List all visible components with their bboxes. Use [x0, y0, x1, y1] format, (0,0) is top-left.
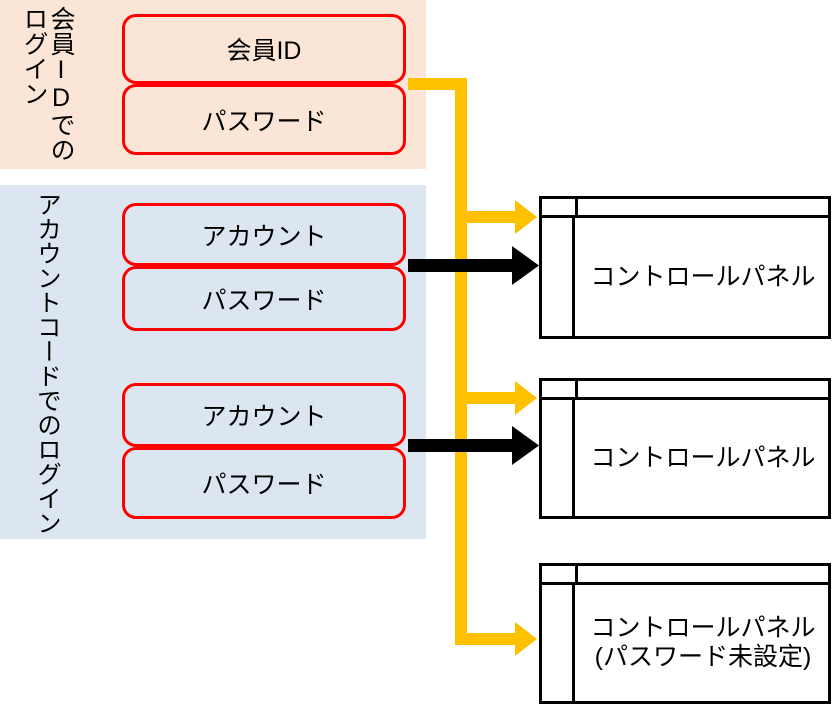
window-titlebar-divider: [575, 566, 578, 585]
window-titlebar: [542, 566, 828, 585]
group-account-code-login-background: [0, 185, 426, 539]
control-panel-label-2: コントロールパネル: [590, 443, 816, 472]
group-account-code-login-label: アカウントコードでのログイン: [34, 192, 61, 535]
member-login-arrow-to-panel-1: [461, 200, 537, 234]
window-titlebar-divider: [575, 381, 578, 400]
account-code-arrow-to-panel-1: [408, 246, 539, 285]
credential-box-member-id[interactable]: 会員ID: [122, 14, 406, 84]
window-sidebar: [542, 400, 575, 516]
credential-box-account-1[interactable]: アカウント: [122, 203, 406, 266]
window-titlebar-divider: [575, 199, 578, 218]
member-login-arrow-to-panel-3: [461, 622, 537, 656]
window-titlebar: [542, 199, 828, 218]
credential-box-account-2[interactable]: アカウント: [122, 383, 406, 447]
control-panel-window-1[interactable]: コントロールパネル: [539, 196, 831, 339]
group-member-login-label: 会員IDでの ログイン: [20, 6, 75, 162]
window-sidebar: [542, 585, 575, 701]
control-panel-label-3: コントロールパネル (パスワード未設定): [590, 614, 816, 671]
credential-box-account-1-password[interactable]: パスワード: [122, 266, 406, 331]
member-login-arrow-to-panel-2: [461, 381, 537, 415]
window-titlebar: [542, 381, 828, 400]
control-panel-window-3[interactable]: コントロールパネル (パスワード未設定): [539, 563, 831, 704]
credential-box-member-password[interactable]: パスワード: [122, 84, 406, 155]
control-panel-label-1: コントロールパネル: [590, 262, 816, 291]
account-code-arrow-to-panel-2: [408, 426, 539, 465]
credential-box-account-2-password[interactable]: パスワード: [122, 447, 406, 519]
control-panel-window-2[interactable]: コントロールパネル: [539, 378, 831, 519]
window-sidebar: [542, 218, 575, 336]
